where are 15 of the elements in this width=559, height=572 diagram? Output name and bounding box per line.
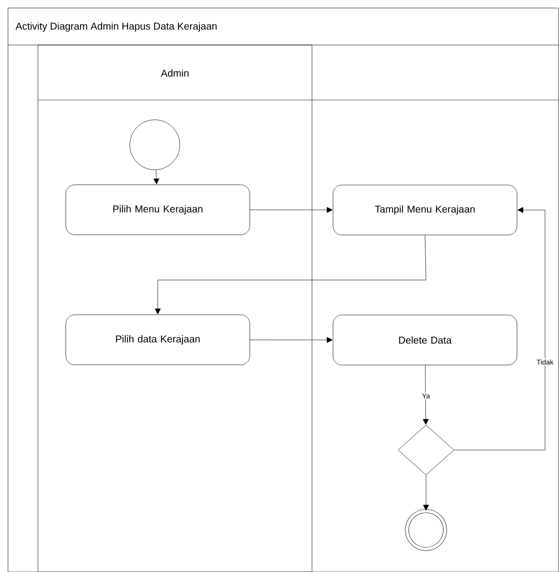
arrow xyxy=(250,207,333,213)
arrow xyxy=(154,235,426,314)
arrow xyxy=(153,170,160,184)
arrow xyxy=(423,475,429,511)
start-node xyxy=(130,120,180,170)
arrow xyxy=(422,365,429,425)
activity-box: Tampil Menu Kerajaan xyxy=(332,184,518,236)
arrow xyxy=(454,207,546,450)
arrow xyxy=(250,337,333,343)
end-node xyxy=(405,509,447,551)
decision-diamond xyxy=(398,424,454,476)
activity-box: Pilih Menu Kerajaan xyxy=(66,184,250,235)
diagram-title: Activity Diagram Admin Hapus Data Kerajaan xyxy=(16,22,217,32)
activity-box: Pilih data Kerajaan xyxy=(66,314,250,365)
activity-box: Delete Data xyxy=(332,314,518,366)
